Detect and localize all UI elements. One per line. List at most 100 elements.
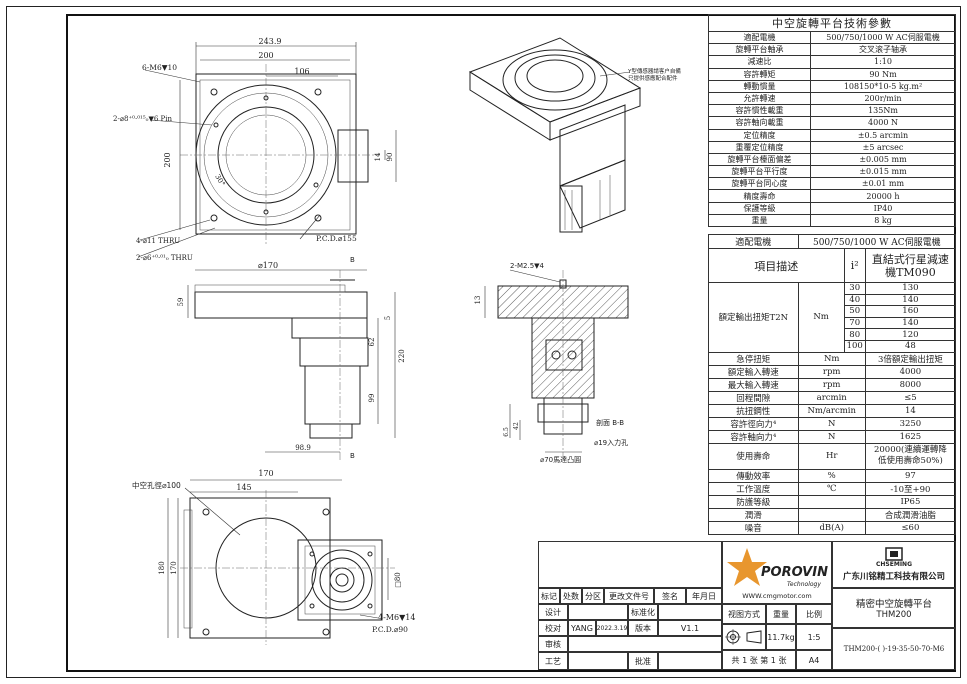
brand-sub: Technology: [787, 581, 821, 588]
section-label: 剖面 B-B: [596, 418, 624, 427]
spec-label: 轉動慣量: [708, 79, 811, 93]
approve-value: [658, 652, 722, 670]
bottom-dim-170-side: 170: [170, 561, 178, 574]
spec-value: IP40: [810, 201, 956, 215]
spec-value: 交叉滚子轴承: [810, 43, 956, 57]
front-dim-59: 59: [177, 298, 185, 307]
gear-value: 3250: [864, 416, 957, 431]
gear-label: 容許軸向力⁴: [708, 429, 799, 444]
note-thru-11: 4-⌀11 THRU: [136, 237, 180, 245]
front-view: ⌀170 59 5 62 220 99 98.9 B B: [177, 256, 406, 460]
bottom-dim-180: 180: [158, 561, 166, 574]
gear-value: 1625: [864, 429, 957, 444]
gear-label: 抗扭鋼性: [708, 403, 799, 418]
hollow-hole-note: 中空孔徑⌀100: [132, 480, 181, 490]
dim-200-side: 200: [163, 152, 172, 167]
spec-label: 旋轉平台檯面偏差: [708, 152, 811, 167]
scale-value: 1:5: [796, 624, 832, 650]
title-block: 标记 处数 分区 更改文件号 签名 年月日 设计 标准化 校对 YANG 202…: [538, 541, 956, 670]
iso-note-2: 只提供感應配合配件: [628, 74, 678, 82]
top-view: 243.9 200 106 200 14 90 6-M6▼10 2-⌀8⁺⁰·⁰…: [113, 37, 397, 262]
gear-life-label: 使用壽命: [708, 442, 799, 470]
spec-row: 旋轉平台平行度±0.015 mm: [708, 165, 956, 179]
lbl-change-doc: 更改文件号: [604, 588, 654, 604]
gear-value: 97: [864, 468, 957, 483]
lbl-count: 处数: [560, 588, 582, 604]
gear-ratio-value: 120: [864, 328, 957, 341]
gear-unit: %: [797, 468, 866, 483]
gear-value: 4000: [864, 364, 957, 379]
dim-14: 14: [374, 152, 382, 161]
website: WWW.cmgmotor.com: [742, 591, 812, 600]
note-m2-5: 2-M2.5▼4: [510, 262, 545, 270]
gear-value: 14: [864, 403, 957, 418]
gear-ratio: 30: [843, 282, 866, 295]
spec-label: 適配電機: [708, 30, 811, 45]
spec-label: 重量: [708, 213, 811, 228]
weight-value: 11.7kg: [766, 624, 796, 650]
gear-ratio-value: 140: [864, 293, 957, 307]
company-name: 广东川铭精工科技有限公司: [842, 572, 945, 582]
front-dim-220: 220: [398, 349, 406, 362]
spec-label: 容許軸向載重: [708, 116, 811, 130]
dim-90: 90: [386, 153, 394, 162]
gear-ratio-symbol: i²: [843, 248, 866, 283]
spec-value: 500/750/1000 W AC伺服電機: [810, 30, 956, 45]
gear-unit: N: [797, 429, 866, 444]
section-dim-42: 42: [513, 422, 520, 430]
spec-row: 旋轉平台軸承交叉滚子轴承: [708, 43, 956, 57]
spec-label: 精度壽命: [708, 189, 811, 203]
gear-row: 潤滑合成潤滑油脂: [708, 507, 957, 522]
gear-life-unit: Hr: [797, 442, 866, 470]
gear-ratio: 40: [843, 293, 866, 307]
gear-ratio: 70: [843, 316, 866, 330]
pcd-155: P.C.D.⌀155: [316, 234, 357, 243]
lbl-process: 工艺: [538, 652, 568, 670]
gear-ratio-value: 160: [864, 305, 957, 318]
brand-logo: POROVIN Technology: [727, 547, 828, 588]
standardize-value: [658, 604, 722, 620]
note-19-input: ⌀19入力孔: [594, 438, 628, 447]
spec-value: ±0.005 mm: [810, 152, 956, 167]
spec-table-title: 中空旋轉平台技術參數: [708, 14, 956, 32]
spec-label: 容許慣性載重: [708, 104, 811, 118]
outer-frame: [6, 6, 961, 678]
gear-unit: [797, 494, 866, 509]
gear-reducer-name: 直結式行星減速機TM090: [864, 248, 957, 283]
spec-value: ±0.5 arcmin: [810, 128, 956, 142]
front-dim-98-9: 98.9: [295, 444, 311, 452]
spec-label: 減速比: [708, 55, 811, 69]
lbl-date: 年月日: [686, 588, 722, 604]
first-angle-projection-icon: [725, 629, 762, 645]
gear-unit: rpm: [797, 364, 866, 379]
gear-table: 適配電機 500/750/1000 W AC伺服電機 項目描述 i² 直結式行星…: [708, 234, 957, 535]
version-value: V1.1: [658, 620, 722, 636]
spec-row: 重覆定位精度±5 arcsec: [708, 140, 956, 154]
lbl-sign: 签名: [654, 588, 686, 604]
gear-ratio: 80: [843, 328, 866, 341]
gear-label: 潤滑: [708, 507, 799, 522]
gear-unit: Nm: [797, 351, 866, 366]
spec-value: 108150*10-5 kg.m²: [810, 79, 956, 93]
gear-label: 容許徑向力⁴: [708, 416, 799, 431]
spec-label: 旋轉平台同心度: [708, 177, 811, 191]
gear-label: 回程間隙: [708, 390, 799, 405]
gear-label: 工作溫度: [708, 481, 799, 496]
gear-row: 傳動效率%97: [708, 468, 957, 483]
brand-logo-area: POROVIN Technology WWW.cmgmotor.com: [722, 541, 832, 604]
note-thru-6: 2-⌀6⁺⁰·⁰¹₀ THRU: [136, 254, 193, 262]
lbl-view-mode: 视图方式: [722, 604, 766, 624]
